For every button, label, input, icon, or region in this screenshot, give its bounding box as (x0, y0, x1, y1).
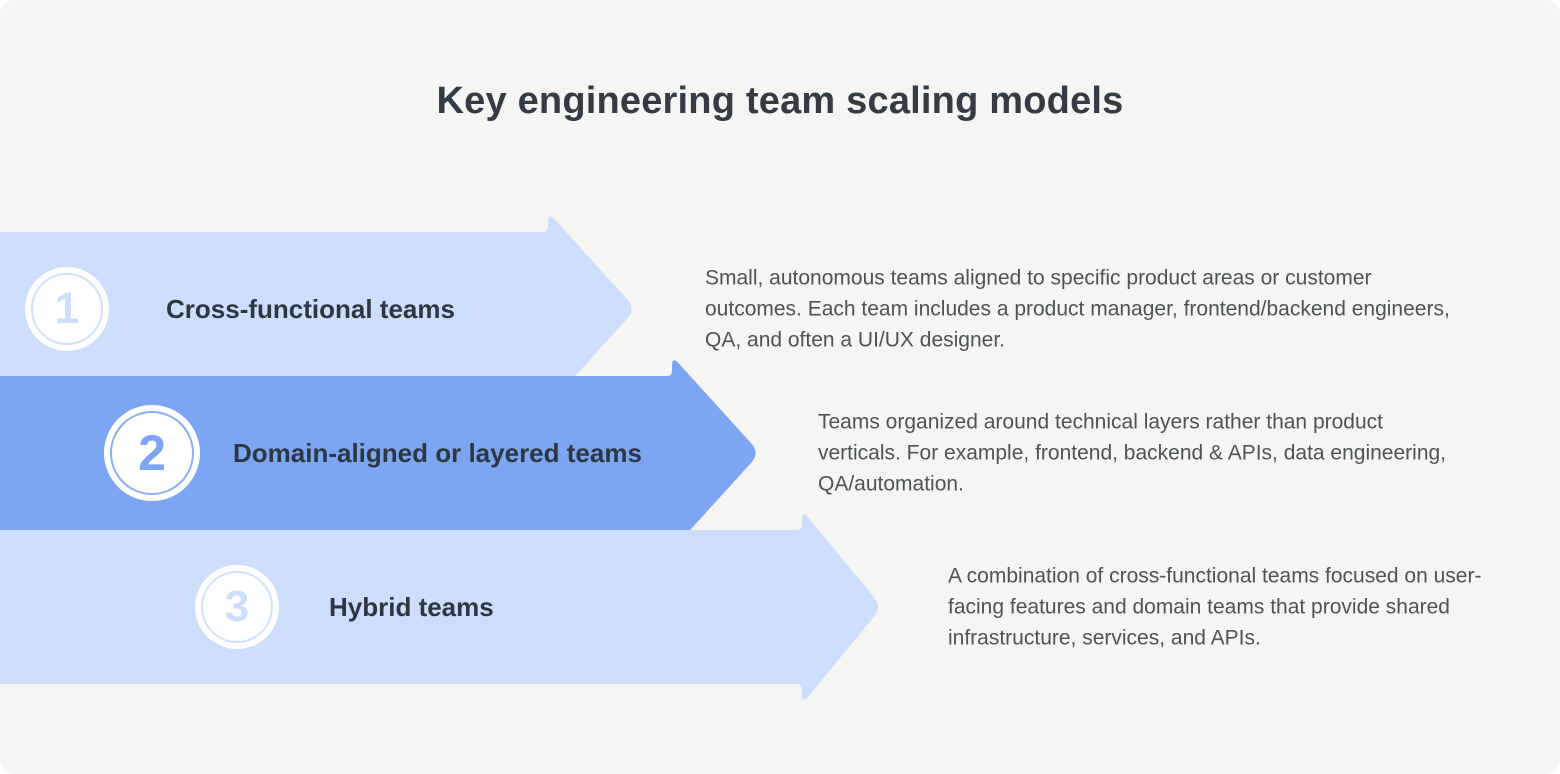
row-description: A combination of cross-functional teams … (948, 564, 1482, 650)
step-badge-ring-icon (201, 571, 273, 643)
arrow-row: 3 Hybrid teams A combination of cross-fu… (0, 510, 1560, 704)
step-badge-ring-icon (110, 411, 194, 495)
step-badge-ring-icon (31, 273, 103, 345)
step-badge: 2 (104, 405, 200, 501)
row-label: Hybrid teams (329, 591, 494, 622)
arrow-shape-path (0, 360, 756, 546)
step-number: 3 (224, 582, 250, 631)
row-label: Domain-aligned or layered teams (233, 437, 642, 468)
row-description: Small, autonomous teams aligned to speci… (705, 266, 1450, 352)
arrow-shape (0, 216, 632, 402)
row-label: Cross-functional teams (166, 293, 455, 324)
arrow-row: 1 Cross-functional teams Small, autonomo… (0, 212, 1560, 406)
arrow-shape-path (0, 514, 878, 700)
step-number: 1 (54, 284, 80, 333)
step-badge: 1 (25, 267, 109, 351)
arrow-band-content: 3 Hybrid teams (0, 530, 494, 684)
arrow-row: 2 Domain-aligned or layered teams Teams … (0, 356, 1560, 550)
arrow-shape (0, 514, 878, 700)
arrow-shape (0, 360, 756, 546)
page-title: Key engineering team scaling models (436, 80, 1124, 122)
step-number: 2 (138, 425, 166, 481)
step-badge: 3 (195, 565, 279, 649)
arrow-band-content: 1 Cross-functional teams (0, 232, 455, 386)
arrow-band-content: 2 Domain-aligned or layered teams (0, 376, 642, 530)
arrow-shape-path (0, 216, 632, 402)
row-description: Teams organized around technical layers … (818, 410, 1447, 496)
